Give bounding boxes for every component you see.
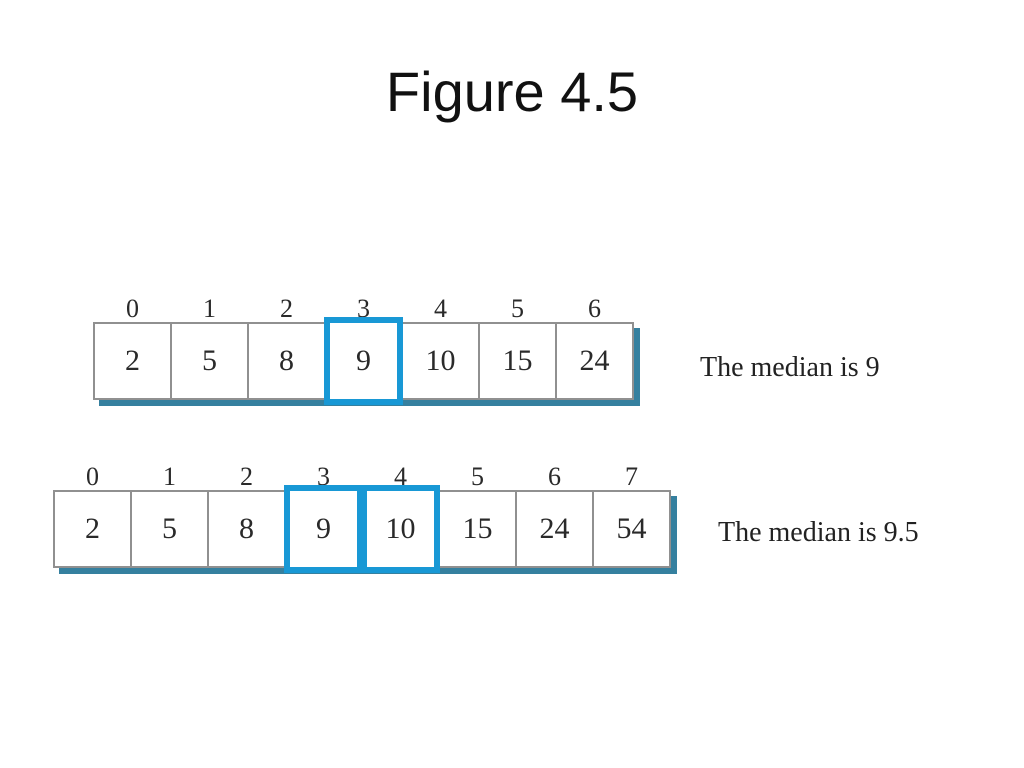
array-cell: 24 [515, 490, 594, 568]
median-caption-even: The median is 9.5 [718, 517, 919, 548]
index-row: 0 1 2 3 4 5 6 [93, 294, 634, 322]
array-cell: 2 [53, 490, 132, 568]
array-cell: 8 [207, 490, 286, 568]
index-label: 5 [471, 462, 484, 491]
index-label: 2 [280, 294, 293, 323]
array-cell: 5 [130, 490, 209, 568]
index-label: 6 [548, 462, 561, 491]
index-label: 7 [625, 462, 638, 491]
median-caption-odd: The median is 9 [700, 352, 880, 383]
index-label: 0 [126, 294, 139, 323]
index-label: 3 [317, 462, 330, 491]
array-cell: 15 [438, 490, 517, 568]
array-cell: 24 [555, 322, 634, 400]
index-label: 1 [163, 462, 176, 491]
array-cell: 54 [592, 490, 671, 568]
array-cell: 15 [478, 322, 557, 400]
index-label: 1 [203, 294, 216, 323]
array-cell: 5 [170, 322, 249, 400]
index-label: 3 [357, 294, 370, 323]
array-cell-highlighted: 9 [284, 485, 363, 573]
array-cell-highlighted: 9 [324, 317, 403, 405]
index-label: 2 [240, 462, 253, 491]
index-label: 5 [511, 294, 524, 323]
index-label: 4 [394, 462, 407, 491]
index-label: 6 [588, 294, 601, 323]
array-cell-highlighted: 10 [361, 485, 440, 573]
figure-title: Figure 4.5 [385, 60, 639, 123]
index-label: 0 [86, 462, 99, 491]
array-cell: 8 [247, 322, 326, 400]
index-label: 4 [434, 294, 447, 323]
array-cell: 2 [93, 322, 172, 400]
array-cell: 10 [401, 322, 480, 400]
index-row: 0 1 2 3 4 5 6 7 [53, 462, 671, 490]
